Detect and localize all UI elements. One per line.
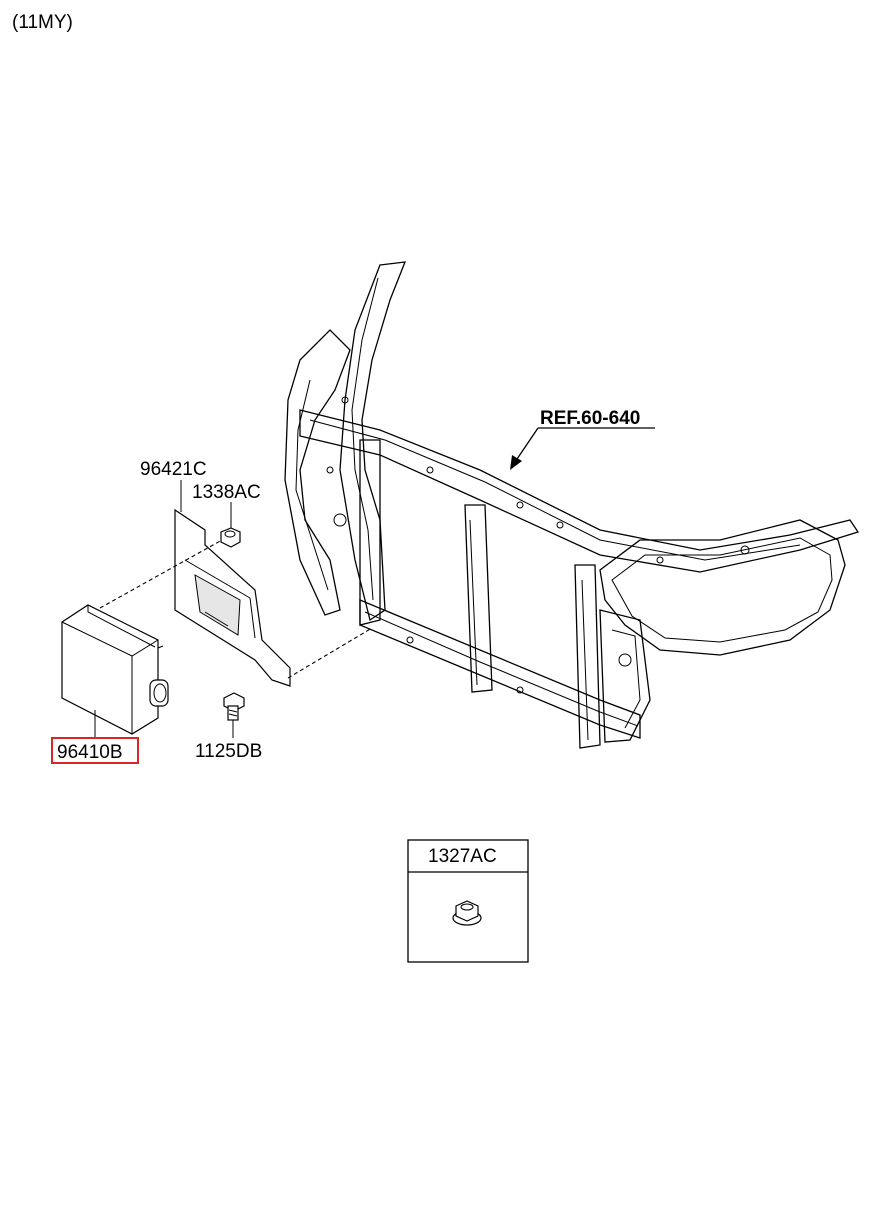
alignment-line-upper: [99, 539, 223, 609]
callout-bolt-label: 1125DB: [195, 741, 262, 762]
reference-arrowhead: [510, 455, 522, 470]
nut-part: [220, 527, 241, 548]
reference-label: REF.60-640: [540, 408, 640, 429]
callout-nut-label: 1338AC: [192, 482, 261, 503]
reference-callout: REF.60-640: [510, 408, 655, 470]
front-end-module-frame: [284, 261, 860, 749]
alignment-line-lower: [287, 627, 373, 679]
sensor-highlight-box: [51, 737, 139, 764]
sensor-unit-part: [61, 604, 169, 735]
detail-box: 1327AC: [407, 839, 529, 963]
flange-nut-icon: [452, 900, 482, 926]
callout-sensor-label[interactable]: 96410B: [57, 742, 123, 763]
model-year-label: (11MY): [12, 12, 73, 33]
bracket-part: [174, 508, 291, 687]
bolt-part: [223, 692, 245, 721]
callout-bracket-label: 96421C: [140, 459, 207, 480]
detail-box-label: 1327AC: [428, 846, 497, 867]
